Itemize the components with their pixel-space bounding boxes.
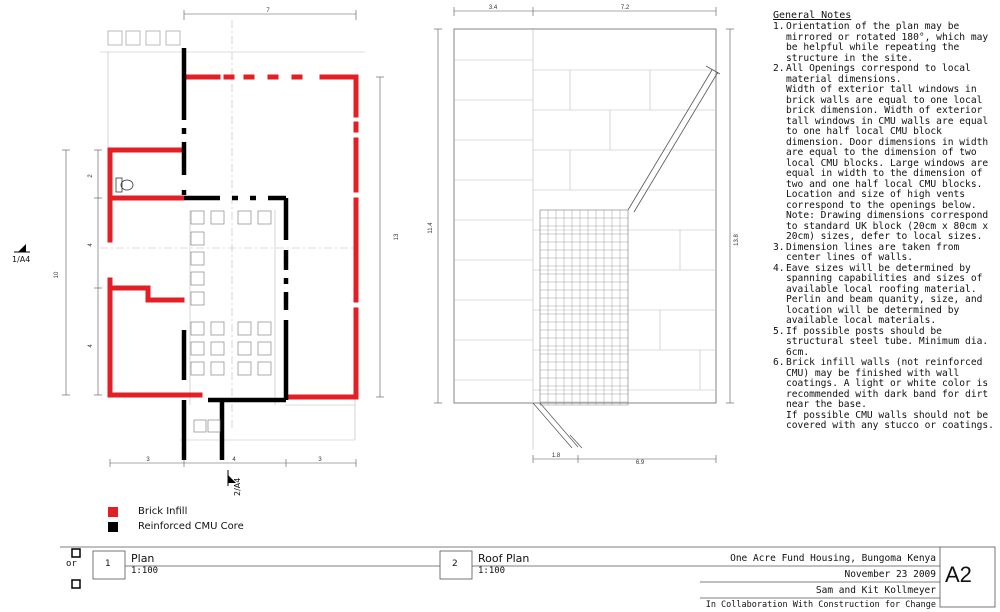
legend-label: Reinforced CMU Core xyxy=(138,521,244,532)
drawing-title-plan: Plan xyxy=(131,552,155,565)
drawing-title-roof-plan: Roof Plan xyxy=(478,552,530,565)
plan-dim-bottom: 3 xyxy=(318,457,322,463)
authors: Sam and Kit Kollmeyer xyxy=(815,585,936,596)
north-arrow-icon xyxy=(71,548,81,589)
note-text: Eave sizes will be determined by spannin… xyxy=(786,262,983,295)
note-item: 4.Eave sizes will be determined by spann… xyxy=(773,262,995,327)
section-label-left: 1/A4 xyxy=(12,255,30,264)
legend-swatch-black xyxy=(108,522,118,532)
note-item: 1.Orientation of the plan may be mirrore… xyxy=(773,21,995,64)
note-number: 2. xyxy=(773,63,785,74)
note-number: 6. xyxy=(773,357,785,368)
note-number: 5. xyxy=(773,325,785,337)
note-number: 4. xyxy=(773,262,785,274)
note-text: If possible CMU walls should not be cove… xyxy=(786,409,994,431)
orientation-or-label: or xyxy=(66,559,77,569)
section-marker-bottom[interactable]: 2/A4 xyxy=(227,470,242,496)
section-arrow-icon xyxy=(228,475,236,483)
note-number: 1. xyxy=(773,21,785,32)
note-text: Dimension lines are taken from center li… xyxy=(786,241,960,263)
note-item: 5.If possible posts should be structural… xyxy=(773,325,995,359)
plan-dim-left-seg: 4 xyxy=(88,243,94,247)
roof-dim-top: 7.2 xyxy=(621,5,630,11)
roof-dim-bottom: 1.8 xyxy=(552,453,561,459)
roof-plan: 3.4 7.2 11.4 13.8 1.8 6.9 xyxy=(428,5,740,466)
note-text: If possible posts should be structural s… xyxy=(786,325,989,358)
note-text: Note: Drawing dimensions correspond to s… xyxy=(786,210,989,242)
drawing-scale-roof-plan: 1:100 xyxy=(478,566,506,576)
note-item: 6.Brick infill walls (not reinforced CMU… xyxy=(773,357,995,432)
note-item: 3.Dimension lines are taken from center … xyxy=(773,241,995,264)
floor-plan: 7 10 2 4 4 13 3 4 3 1/A4 2/A4 xyxy=(12,8,400,496)
legend-swatch-red xyxy=(108,507,118,517)
note-text: All Openings correspond to local materia… xyxy=(786,63,971,85)
note-item: 2.All Openings correspond to local mater… xyxy=(773,63,995,243)
section-arrow-icon xyxy=(18,244,26,252)
general-notes-title: General Notes xyxy=(773,10,852,21)
note-text: Width of exterior tall windows in brick … xyxy=(786,84,989,211)
roof-dim-top: 3.4 xyxy=(489,5,498,11)
plan-dim-left-seg: 4 xyxy=(88,344,94,348)
note-text: Brick infill walls (not reinforced CMU) … xyxy=(786,357,989,410)
plan-dim-top: 7 xyxy=(266,8,270,14)
plan-dim-bottom: 4 xyxy=(232,457,236,463)
drawing-scale-plan: 1:100 xyxy=(131,566,159,576)
project-name: One Acre Fund Housing, Bungoma Kenya xyxy=(730,553,936,564)
note-text: Perlin and beam quanity, size, and locat… xyxy=(786,294,983,326)
drawing-date: November 23 2009 xyxy=(844,569,936,580)
roof-dim-left: 11.4 xyxy=(428,222,434,234)
roof-dim-bottom: 6.9 xyxy=(636,460,645,466)
skylight-grid xyxy=(539,209,629,406)
plan-dim-left-seg: 2 xyxy=(88,174,94,178)
section-marker-left[interactable]: 1/A4 xyxy=(12,244,30,264)
roof-dim-right: 13.8 xyxy=(734,234,740,246)
section-label-bottom: 2/A4 xyxy=(233,478,242,496)
sheet-number: A2 xyxy=(945,562,972,587)
plan-dim-left-overall: 10 xyxy=(54,271,60,278)
plan-dim-right: 13 xyxy=(394,233,400,240)
note-text: Orientation of the plan may be mirrored … xyxy=(786,21,989,64)
drawing-number-2: 2 xyxy=(452,559,458,569)
drawing-number-1: 1 xyxy=(105,559,111,569)
legend-label: Brick Infill xyxy=(138,506,188,517)
note-number: 3. xyxy=(773,241,785,253)
plan-dim-bottom: 3 xyxy=(146,457,150,463)
collaboration-credit: In Collaboration With Construction for C… xyxy=(705,600,936,610)
general-notes-list: 1.Orientation of the plan may be mirrore… xyxy=(773,21,995,432)
